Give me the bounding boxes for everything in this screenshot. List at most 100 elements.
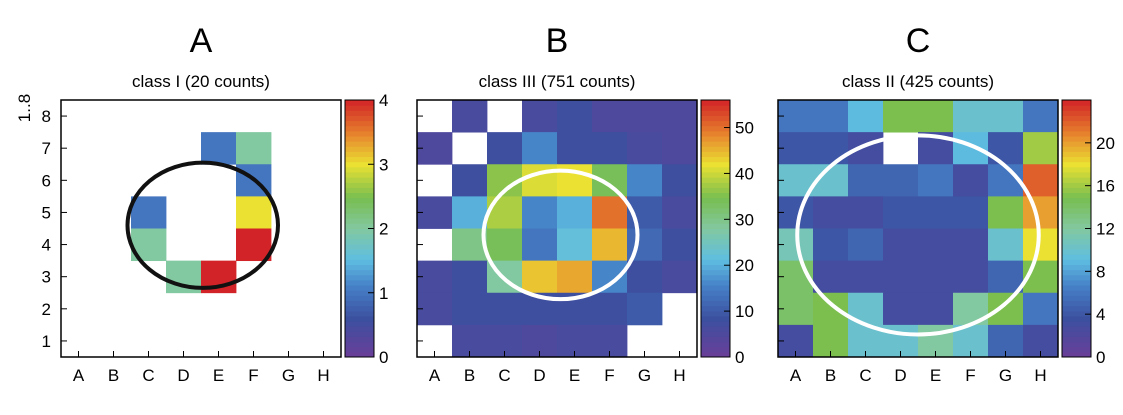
colorbar-segment [1062,177,1091,183]
heatmap-cell [883,196,919,229]
highlight-ellipse [795,133,1041,337]
heatmap-cell [848,260,884,294]
colorbar-segment [345,228,374,235]
x-tick-label: E [213,366,224,385]
heatmap-cell [627,164,663,197]
heatmap-cell [592,292,628,326]
colorbar-segment [345,238,374,245]
colorbar-segment [701,259,730,265]
colorbar-segment [1062,351,1091,358]
colorbar-segment [1062,213,1091,219]
heatmap-cell [522,100,558,133]
colorbar-segment [701,331,730,337]
colorbar-segment [701,254,730,260]
x-tick-label: E [569,366,580,385]
colorbar-segment [701,146,730,152]
heatmap-cell [487,196,523,229]
x-tick-label: H [317,366,329,385]
colorbar-segment [345,202,374,209]
heatmap-cell [953,132,989,165]
colorbar-segment [1062,336,1091,343]
highlight-ellipse [481,168,640,302]
colorbar-segment [701,125,730,132]
heatmap-cell [953,228,989,262]
colorbar-segment [701,192,730,199]
heatmap-cell [848,164,884,197]
heatmap-cell [557,100,593,133]
colorbar-segment [701,135,730,142]
y-tick-label: 2 [42,300,51,319]
heatmap-cell [236,196,272,229]
colorbar-segment [1062,228,1091,235]
colorbar-segment [1062,110,1091,116]
colorbar-segment [345,171,374,178]
x-tick-label: C [142,366,154,385]
heatmap-cell [813,196,849,229]
colorbar-segment [1062,264,1091,271]
colorbar-segment [1062,269,1091,276]
heatmap-cell [1023,132,1059,165]
colorbar-segment [701,238,730,245]
colorbar-segment [701,269,730,276]
colorbar-segment [701,279,730,286]
heatmap-cell [1023,196,1059,229]
colorbar-segment [701,187,730,194]
heatmap-cell [592,228,628,262]
heatmap-cell [988,196,1024,229]
colorbar-segment [1062,156,1091,163]
colorbar-segment [345,197,374,204]
heatmap-cell [1023,292,1059,326]
heatmap-cell [487,132,523,165]
heatmap-cell [452,228,488,262]
colorbar-segment [345,290,374,296]
colorbar-segment [701,351,730,358]
colorbar-segment [345,141,374,147]
x-tick-label: E [930,366,941,385]
colorbar-segment [1062,120,1091,127]
colorbar-segment [701,233,730,240]
colorbar-tick-label: 8 [1096,262,1105,281]
heatmap-cell [988,100,1024,133]
colorbar-tick-label: 1 [379,284,388,303]
heatmap-cell [522,228,558,262]
x-tick-label: F [604,366,614,385]
colorbar-segment [1062,125,1091,132]
colorbar-tick-label: 4 [1096,305,1105,324]
colorbar-segment [701,300,730,307]
heatmap-cell [918,196,954,229]
heatmap-cell [236,228,272,262]
heatmap-cell [452,196,488,229]
colorbar-segment [701,182,730,188]
colorbar-segment [1062,279,1091,286]
heatmap-cell [953,260,989,294]
colorbar-segment [345,310,374,317]
colorbar-segment [701,228,730,235]
colorbar-segment [701,341,730,348]
colorbar-segment [345,213,374,219]
x-tick-label: D [533,366,545,385]
colorbar-segment [1062,331,1091,337]
colorbar-segment [701,130,730,137]
colorbar-segment [1062,238,1091,245]
panel-label: A [190,22,213,60]
colorbar-segment [701,177,730,183]
heatmap-cell [201,132,237,165]
colorbar-segment [345,259,374,265]
colorbar-segment [1062,243,1091,250]
colorbar-tick-label: 10 [735,302,754,321]
colorbar-segment [1062,151,1091,158]
colorbar-segment [1062,115,1091,122]
colorbar-segment [345,269,374,276]
colorbar-segment [1062,207,1091,214]
x-tick-label: B [464,366,475,385]
colorbar-segment [1062,218,1091,224]
heatmap-cell [813,228,849,262]
colorbar-segment [701,151,730,158]
heatmap-cell [452,292,488,326]
heatmap-cell [592,260,628,294]
heatmap-cell [813,292,849,326]
heatmap-cell [883,292,919,326]
